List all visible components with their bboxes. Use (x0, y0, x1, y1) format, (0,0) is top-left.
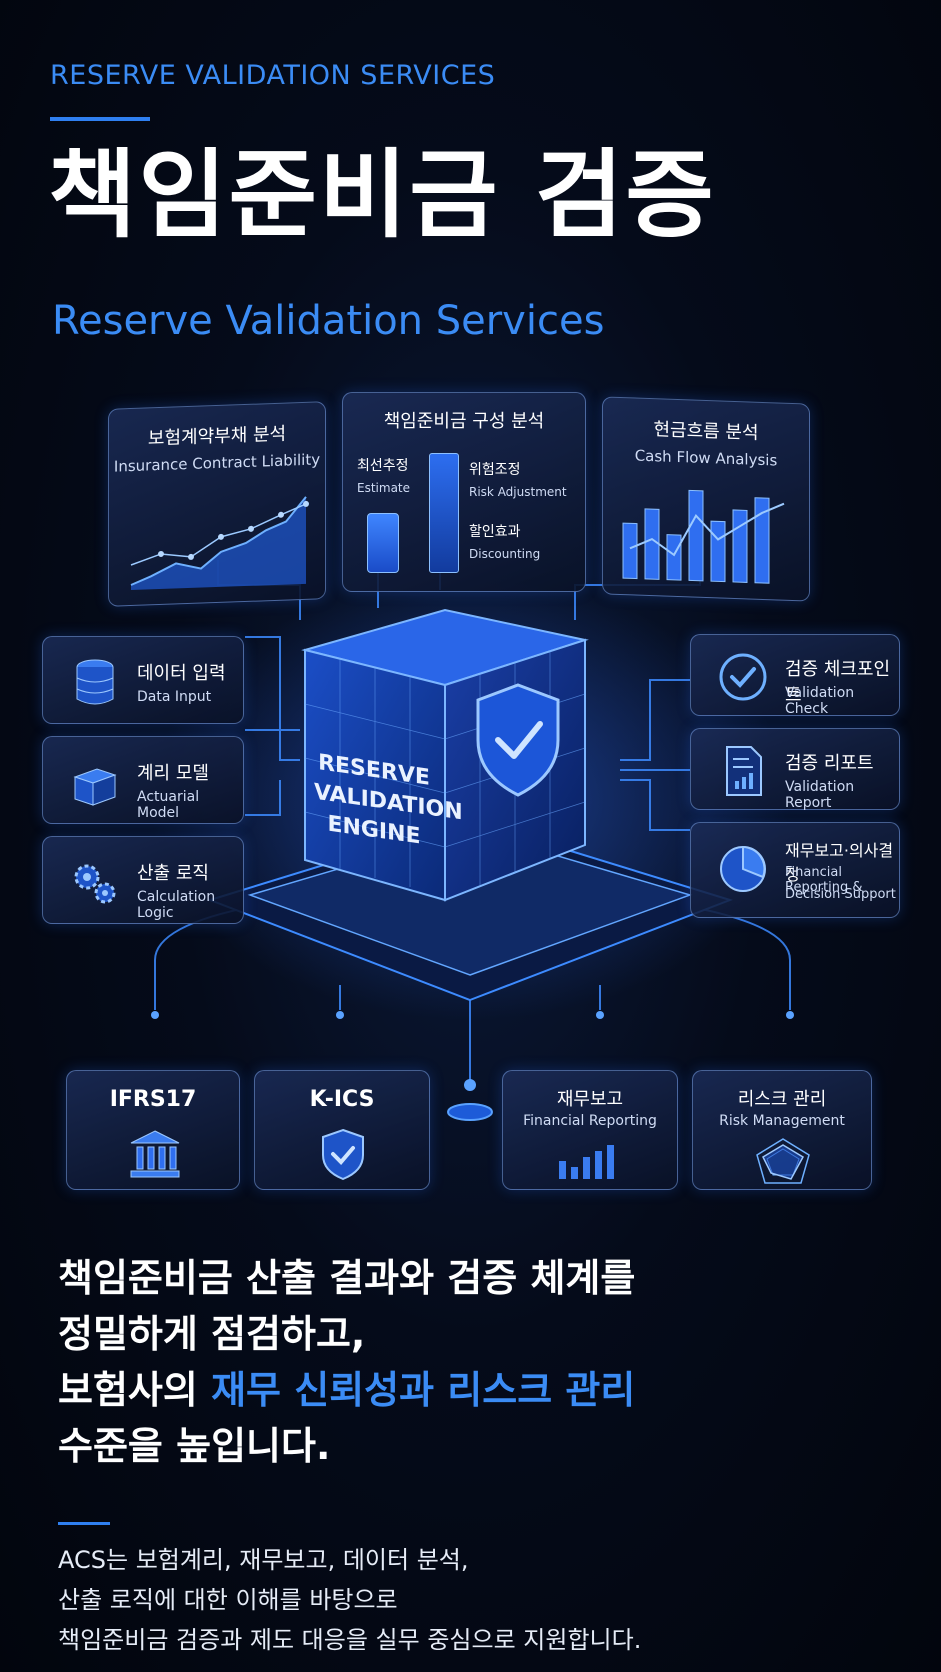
composition-item-sub: Risk Adjustment (469, 485, 567, 499)
card-title: 책임준비금 구성 분석 (383, 411, 545, 432)
card-subtitle: Calculation Logic (137, 889, 216, 921)
radar-icon (756, 1138, 810, 1184)
page-subtitle: Reserve Validation Services (52, 298, 605, 344)
bank-icon (130, 1130, 180, 1178)
body-line: 보험사의 재무 신뢰성과 리스크 관리 (58, 1362, 635, 1418)
validation-report-card: 검증 리포트 Validation Report (690, 728, 900, 811)
description-line: 산출 로직에 대한 이해를 바탕으로 (58, 1586, 398, 1614)
card-title: 재무보고·의사결정 (785, 841, 894, 884)
risk-management-card: 리스크 관리 Risk Management (692, 1070, 872, 1190)
financial-reporting-card: 재무보고·의사결정 Financial Reporting & Decision… (690, 822, 900, 918)
eyebrow-label: RESERVE VALIDATION SERVICES (50, 60, 496, 91)
body-highlight: 재무 신뢰성과 리스크 관리 (211, 1368, 636, 1412)
card-subtitle: Risk Management (719, 1113, 845, 1129)
shield-check-icon (476, 683, 560, 797)
area-chart-icon (130, 496, 309, 591)
body-line: 정밀하게 점검하고, (58, 1312, 366, 1356)
shield-check-icon (322, 1128, 364, 1181)
description-line: ACS는 보험계리, 재무보고, 데이터 분석, (58, 1546, 469, 1574)
financial-reporting-bottom-card: 재무보고 Financial Reporting (502, 1070, 678, 1190)
database-icon (76, 659, 114, 705)
card-title: 검증 체크포인트 (785, 659, 891, 706)
gears-icon (74, 864, 116, 904)
composition-item-label: 위험조정 (469, 462, 521, 478)
card-subtitle: Cash Flow Analysis (634, 446, 778, 470)
cash-flow-card: 현금흐름 분석 Cash Flow Analysis (602, 396, 810, 602)
card-subtitle: Actuarial Model (137, 789, 200, 821)
card-subtitle: Data Input (137, 689, 212, 705)
description: ACS는 보험계리, 재무보고, 데이터 분석, 산출 로직에 대한 이해를 바… (58, 1540, 641, 1660)
data-input-card: 데이터 입력 Data Input (42, 636, 244, 724)
card-title: 산출 로직 (137, 863, 209, 884)
page-title: 책임준비금 검증 (48, 139, 716, 251)
validation-check-card: 검증 체크포인트 Validation Check (690, 634, 900, 717)
bar-chart-icon (622, 489, 785, 584)
cube-icon (73, 768, 117, 806)
engine-label: RESERVE VALIDATION ENGINE (314, 748, 463, 855)
reserve-composition-card: 책임준비금 구성 분석 최선추정 Estimate 위험조정 Risk Adju… (342, 392, 586, 592)
card-title: 리스크 관리 (737, 1089, 827, 1110)
check-circle-icon (719, 653, 767, 701)
card-title: 계리 모델 (137, 763, 209, 784)
composition-item-label: 할인효과 (469, 524, 521, 540)
bar-chart-icon (559, 1145, 614, 1179)
pie-chart-icon (720, 845, 766, 892)
body-divider (58, 1522, 110, 1525)
card-subtitle: Decision Support (785, 887, 896, 902)
body-statement: 책임준비금 산출 결과와 검증 체계를 정밀하게 점검하고, 보험사의 재무 신… (58, 1250, 635, 1474)
composition-item-sub: Discounting (469, 547, 541, 561)
composition-item-sub: Estimate (357, 481, 411, 495)
card-title: K-ICS (309, 1087, 375, 1112)
card-subtitle: Validation Check (785, 685, 855, 717)
liability-analysis-card: 보험계약부채 분석 Insurance Contract Liability (108, 401, 326, 607)
description-line: 책임준비금 검증과 제도 대응을 실무 중심으로 지원합니다. (58, 1626, 642, 1654)
card-subtitle: Insurance Contract Liability (113, 450, 321, 476)
card-subtitle: Financial Reporting & (785, 865, 863, 895)
card-title: IFRS17 (109, 1087, 197, 1112)
reserve-validation-engine-cube (301, 608, 589, 902)
body-line: 수준을 높입니다. (58, 1424, 331, 1468)
card-title: 검증 리포트 (785, 753, 874, 774)
body-line: 책임준비금 산출 결과와 검증 체계를 (58, 1256, 636, 1300)
card-title: 재무보고 (556, 1089, 624, 1110)
card-title: 데이터 입력 (137, 663, 226, 684)
card-subtitle: Validation Report (785, 779, 855, 811)
card-title: 현금흐름 분석 (653, 419, 759, 444)
ifrs17-card: IFRS17 (66, 1070, 240, 1190)
card-subtitle: Financial Reporting (523, 1113, 657, 1129)
stacked-bar-icon (429, 453, 459, 573)
card-title: 보험계약부채 분석 (147, 423, 287, 450)
estimate-cylinder-icon (367, 513, 399, 573)
calculation-logic-card: 산출 로직 Calculation Logic (42, 836, 244, 924)
eyebrow-divider (50, 117, 150, 121)
actuarial-model-card: 계리 모델 Actuarial Model (42, 736, 244, 824)
body-line-text: 보험사의 (58, 1368, 212, 1412)
composition-item-label: 최선추정 (357, 458, 409, 474)
kics-card: K-ICS (254, 1070, 430, 1190)
report-icon (726, 746, 762, 796)
